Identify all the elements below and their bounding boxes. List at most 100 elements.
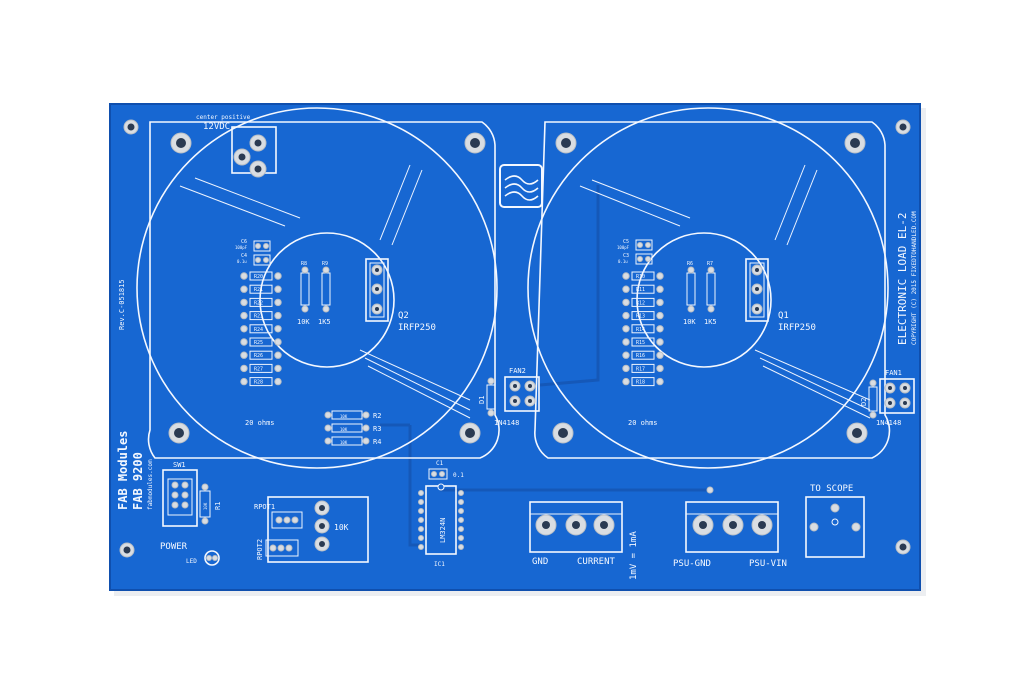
resistor-r13: R13: [622, 311, 664, 321]
resistor-label: R18: [636, 380, 645, 386]
label-ohms-left: 20 ohms: [245, 419, 275, 427]
resistor-label: R11: [636, 287, 645, 293]
resistor-r14: R14: [622, 324, 664, 334]
label-r1-val: 10K: [203, 502, 208, 510]
label-10k-left: 10K: [297, 318, 310, 326]
label-psu-gnd: PSU-GND: [673, 559, 711, 569]
copyright-text: COPYRIGHT (C) 2015 FIXEDTOHANDLED.COM: [911, 211, 918, 345]
mosfet-q1: [745, 258, 769, 322]
label-rpot2: RPOT2: [256, 539, 264, 560]
resistor-label: R15: [636, 340, 645, 346]
resistor-r22: R22: [240, 297, 282, 307]
resistor-label: R16: [636, 353, 645, 359]
label-scale: 1mV = 1mA: [629, 531, 639, 580]
label-diode-right: 1N4148: [876, 419, 901, 427]
label-c1-val: 0.1: [453, 472, 464, 479]
potentiometer-area: [265, 496, 369, 563]
corner-holes: [119, 119, 911, 558]
label-ic1: IC1: [434, 561, 445, 568]
resistor-r15: R15: [622, 337, 664, 347]
label-q2: Q2: [398, 311, 409, 321]
label-r4: R4: [373, 438, 381, 446]
label-r2: R2: [373, 412, 381, 420]
fan-outline-right: [527, 107, 891, 469]
terminal-current: [529, 501, 623, 553]
label-d1: D1: [478, 396, 486, 404]
label-r1: R1: [214, 502, 222, 510]
resistor-r20: R20: [240, 271, 282, 281]
label-c3: C3: [623, 253, 629, 259]
label-c5: C5: [623, 239, 629, 245]
label-r6: R6: [687, 261, 693, 267]
fan1-header: [868, 378, 915, 419]
label-c4: C4: [241, 253, 247, 259]
resistor-r27: R27: [240, 363, 282, 373]
r2-r4-resistors: [324, 410, 370, 446]
resistor-r23: R23: [240, 311, 282, 321]
resistor-r28: R28: [240, 377, 282, 387]
copper-traces: [380, 185, 710, 547]
label-q1: Q1: [778, 311, 789, 321]
mosfet-q2: [365, 258, 389, 322]
resistor-r17: R17: [622, 363, 664, 373]
label-cap-right-2: 0.1u: [618, 259, 628, 264]
resistor-label: R20: [254, 274, 263, 280]
label-ohms-right: 20 ohms: [628, 419, 658, 427]
resistor-label: R22: [254, 300, 263, 306]
resistor-label: R12: [636, 300, 645, 306]
label-current: CURRENT: [577, 557, 616, 567]
power-header-line2: 12VDC: [203, 122, 230, 132]
label-psu-vin: PSU-VIN: [749, 559, 787, 569]
label-1k5-right: 1K5: [704, 318, 717, 326]
board-title: ELECTRONIC LOAD EL-2: [896, 213, 909, 345]
resistor-r12: R12: [622, 297, 664, 307]
power-switch-sw1: [162, 469, 211, 527]
resistor-r25: R25: [240, 337, 282, 347]
label-r4-val: 10K: [340, 440, 348, 445]
via: [706, 486, 714, 494]
resistor-label: R21: [254, 287, 263, 293]
label-sw1: SW1: [173, 461, 186, 469]
gate-resistors-left: [300, 266, 331, 313]
fan-outline-left: [136, 107, 500, 469]
label-q2-part: IRFP250: [398, 323, 436, 333]
resistor-label: R27: [254, 366, 263, 372]
label-r8: R8: [301, 261, 307, 267]
resistor-label: R23: [254, 314, 263, 320]
label-fan1: FAN1: [885, 369, 902, 377]
ic1-footprint: [418, 468, 464, 555]
circuit-board: [109, 103, 921, 591]
label-r9: R9: [322, 261, 328, 267]
scope-connector: [805, 496, 865, 558]
power-header-line1: center positive: [196, 114, 251, 121]
resistor-label: R25: [254, 340, 263, 346]
brand-part: FAB 9200: [131, 452, 145, 510]
resistor-r24: R24: [240, 324, 282, 334]
label-cap-left-1: 100pF: [235, 245, 248, 250]
label-c6: C6: [241, 239, 247, 245]
label-power: POWER: [160, 542, 188, 552]
resistor-label: R10: [636, 274, 645, 280]
left-caps: [253, 240, 271, 266]
resistor-r16: R16: [622, 350, 664, 360]
label-fan2: FAN2: [509, 367, 526, 375]
gate-resistors-right: [686, 266, 716, 313]
wave-logo: [499, 164, 543, 208]
resistor-label: R24: [254, 327, 263, 333]
terminal-psu: [685, 501, 779, 553]
label-ic-part: LM324N: [439, 518, 447, 543]
resistor-label: R17: [636, 366, 645, 372]
label-diode-left: 1N4148: [494, 419, 519, 427]
resistor-label: R28: [254, 380, 263, 386]
resistor-label: R13: [636, 314, 645, 320]
resistor-label: R14: [636, 327, 645, 333]
led-footprint: [204, 550, 220, 566]
revision-label: Rev.C-051815: [118, 279, 126, 330]
resistor-r18: R18: [622, 377, 664, 387]
resistor-label: R26: [254, 353, 263, 359]
label-r7: R7: [707, 261, 713, 267]
label-cap-right-1: 100pF: [617, 245, 630, 250]
